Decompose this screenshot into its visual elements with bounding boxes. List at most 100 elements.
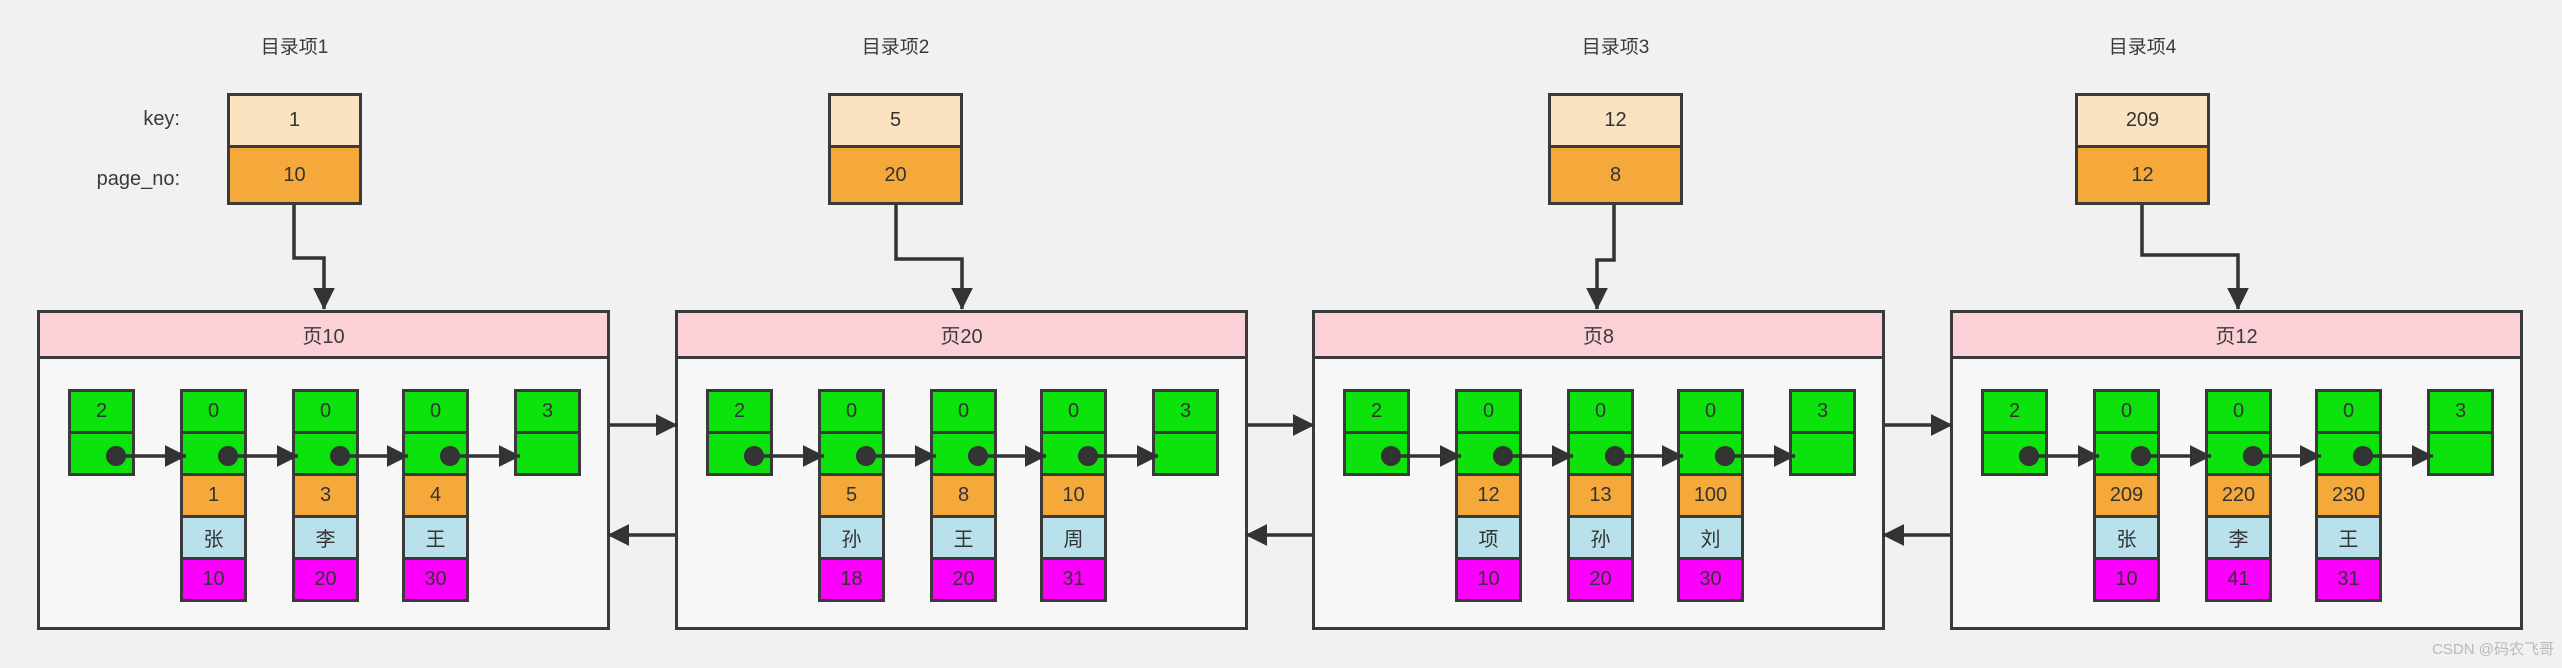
record-column: 3 — [2427, 389, 2494, 476]
record-column: 3 — [514, 389, 581, 476]
directory-to-page-arrow — [292, 205, 335, 310]
record-type-cell: 0 — [1567, 389, 1634, 434]
record-value-cell: 10 — [1455, 557, 1522, 602]
record-id-cell: 209 — [2093, 473, 2160, 518]
record-name-cell: 王 — [402, 515, 469, 560]
record-id-cell: 4 — [402, 473, 469, 518]
directory-entry-title: 目录项4 — [2108, 37, 2177, 58]
record-name-cell: 项 — [1455, 515, 1522, 560]
page-header: 页12 — [1953, 313, 2520, 359]
record-type-cell: 3 — [2427, 389, 2494, 434]
record-value-cell: 30 — [402, 557, 469, 602]
directory-to-page-arrow — [2140, 205, 2249, 310]
record-type-cell: 2 — [1343, 389, 1410, 434]
next-pointer-cell — [1677, 431, 1744, 476]
record-column: 2 — [1981, 389, 2048, 476]
next-pointer-cell — [1981, 431, 2048, 476]
next-pointer-cell — [2205, 431, 2272, 476]
record-type-cell: 0 — [2315, 389, 2382, 434]
record-value-cell: 20 — [292, 557, 359, 602]
page-no-cell: 10 — [227, 145, 362, 205]
record-id-cell: 8 — [930, 473, 997, 518]
record-type-cell: 3 — [1152, 389, 1219, 434]
record-id-cell: 12 — [1455, 473, 1522, 518]
record-value-cell: 30 — [1677, 557, 1744, 602]
record-value-cell: 31 — [1040, 557, 1107, 602]
record-column: 2 — [1343, 389, 1410, 476]
next-pointer-cell — [706, 431, 773, 476]
record-value-cell: 10 — [180, 557, 247, 602]
next-pointer-cell — [2093, 431, 2160, 476]
record-value-cell: 10 — [2093, 557, 2160, 602]
directory-to-page-arrow — [1586, 205, 1616, 310]
record-value-cell: 41 — [2205, 557, 2272, 602]
record-id-cell: 1 — [180, 473, 247, 518]
record-type-cell: 0 — [2205, 389, 2272, 434]
record-id-cell: 3 — [292, 473, 359, 518]
next-pointer-cell — [1152, 431, 1219, 476]
record-type-cell: 0 — [2093, 389, 2160, 434]
key-cell: 209 — [2075, 93, 2210, 148]
record-type-cell: 0 — [1677, 389, 1744, 434]
next-pointer-cell — [402, 431, 469, 476]
record-column: 3 — [1789, 389, 1856, 476]
record-type-cell: 3 — [1789, 389, 1856, 434]
record-name-cell: 王 — [930, 515, 997, 560]
record-type-cell: 2 — [1981, 389, 2048, 434]
watermark: CSDN @码农飞哥 — [2432, 641, 2554, 658]
record-name-cell: 孙 — [1567, 515, 1634, 560]
record-column: 2 — [706, 389, 773, 476]
record-name-cell: 李 — [2205, 515, 2272, 560]
directory-to-page-arrow — [894, 205, 973, 310]
record-name-cell: 刘 — [1677, 515, 1744, 560]
record-id-cell: 5 — [818, 473, 885, 518]
record-value-cell: 20 — [1567, 557, 1634, 602]
next-pointer-cell — [1789, 431, 1856, 476]
record-column: 3 — [1152, 389, 1219, 476]
next-pointer-cell — [1040, 431, 1107, 476]
record-id-cell: 220 — [2205, 473, 2272, 518]
page-no-cell: 12 — [2075, 145, 2210, 205]
record-value-cell: 20 — [930, 557, 997, 602]
directory-entry-title: 目录项2 — [861, 37, 930, 58]
page-header: 页8 — [1315, 313, 1882, 359]
record-type-cell: 0 — [818, 389, 885, 434]
record-type-cell: 0 — [1040, 389, 1107, 434]
page-header: 页10 — [40, 313, 607, 359]
record-name-cell: 周 — [1040, 515, 1107, 560]
record-id-cell: 100 — [1677, 473, 1744, 518]
next-pointer-cell — [68, 431, 135, 476]
next-pointer-cell — [2315, 431, 2382, 476]
record-name-cell: 孙 — [818, 515, 885, 560]
record-name-cell: 张 — [180, 515, 247, 560]
record-type-cell: 0 — [292, 389, 359, 434]
record-type-cell: 0 — [930, 389, 997, 434]
directory-entry-title: 目录项1 — [260, 37, 329, 58]
record-value-cell: 31 — [2315, 557, 2382, 602]
next-pointer-cell — [1343, 431, 1410, 476]
page-no-cell: 20 — [828, 145, 963, 205]
record-id-cell: 230 — [2315, 473, 2382, 518]
next-pointer-cell — [1455, 431, 1522, 476]
page-header: 页20 — [678, 313, 1245, 359]
record-type-cell: 0 — [180, 389, 247, 434]
record-id-cell: 10 — [1040, 473, 1107, 518]
key-cell: 5 — [828, 93, 963, 148]
record-value-cell: 18 — [818, 557, 885, 602]
key-cell: 12 — [1548, 93, 1683, 148]
